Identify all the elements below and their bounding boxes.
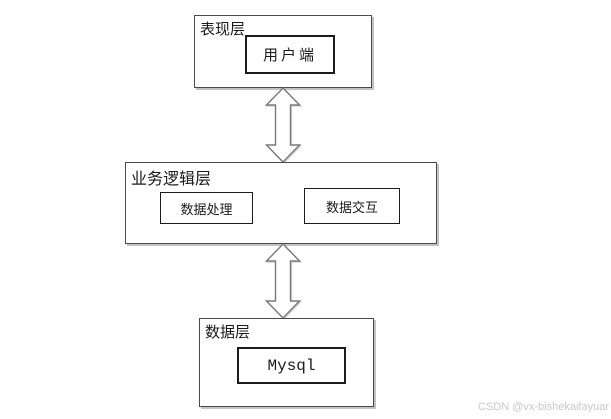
layer-box-presentation: 表现层 用户端 [194,15,372,88]
layer-box-data: 数据层 Mysql [199,318,374,407]
layer-box-business: 业务逻辑层 数据处理 数据交互 [125,162,437,244]
component-box-mysql: Mysql [237,347,346,384]
layer-label-presentation: 表现层 [200,20,246,38]
component-box-client: 用户端 [245,35,335,74]
component-label-client: 用户端 [262,46,317,64]
component-label-mysql: Mysql [267,356,316,375]
component-label-data-interaction: 数据交互 [325,200,378,216]
double-arrow-icon [265,243,301,319]
double-arrow-icon [265,87,301,163]
layer-label-business: 业务逻辑层 [131,169,212,188]
component-box-data-interaction: 数据交互 [304,188,400,224]
layer-label-data: 数据层 [205,323,251,341]
csdn-watermark: CSDN @vx-bishekaifayuar [478,401,609,413]
component-label-data-processing: 数据处理 [180,202,233,218]
component-box-data-processing: 数据处理 [160,192,253,224]
